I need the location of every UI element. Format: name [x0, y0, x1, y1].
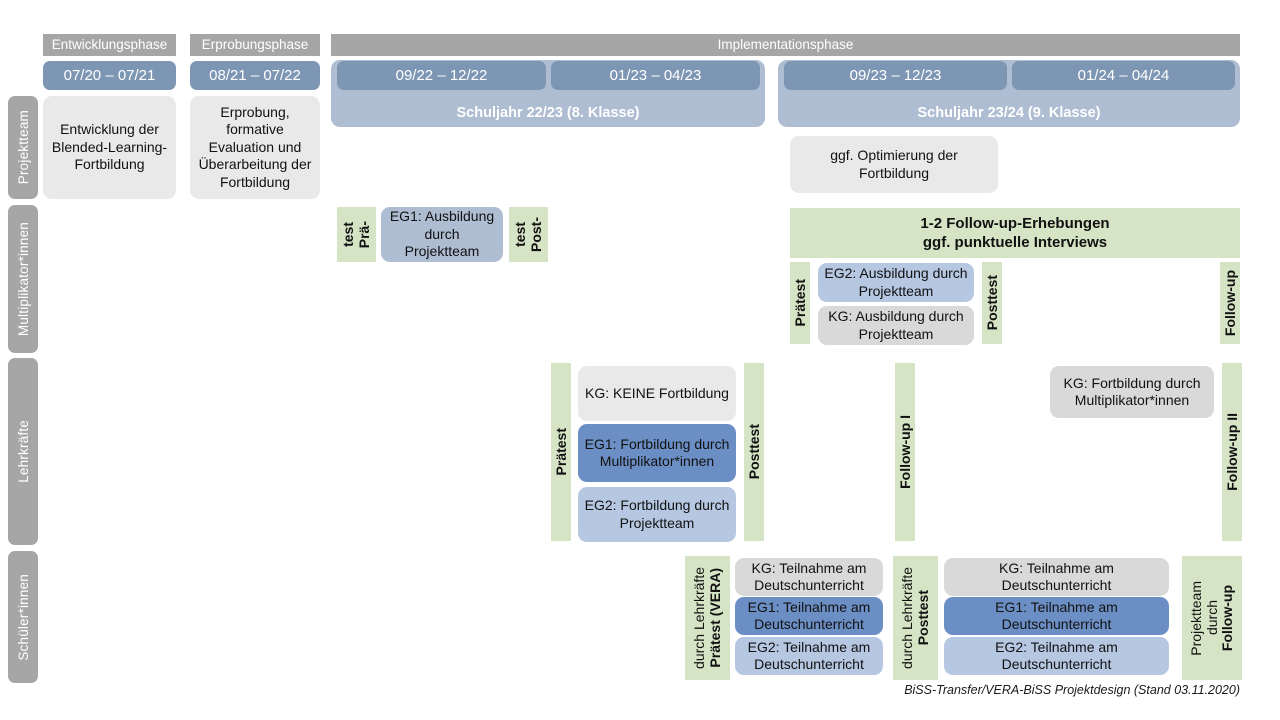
schueler-eg2-text-2: EG2: Teilnahme am Deutschunterricht [995, 638, 1118, 672]
date-pill-label: 09/22 – 12/22 [395, 67, 488, 84]
date-pill-label: 09/23 – 12/23 [849, 67, 942, 84]
projektteam-entwicklung-text: Entwicklung der Blended-Learning-Fortbil… [51, 121, 168, 173]
projektteam-erprobung-box: Erprobung, formative Evaluation und Über… [190, 96, 320, 199]
phase-header-label: Implementationsphase [717, 37, 854, 53]
phase-header-erprobungsphase: Erprobungsphase [190, 34, 320, 56]
schueler-praetest-strip: Prätest (VERA) durch Lehrkräfte [685, 556, 730, 680]
praetest-line1: Prä- [356, 220, 372, 249]
date-pill-08-21-07-22: 08/21 – 07/22 [190, 61, 320, 90]
lehrkraefte-kg-keine-text: KG: KEINE Fortbildung [585, 384, 729, 401]
schueler-eg2-box-1: EG2: Teilnahme am Deutschunterricht [735, 637, 883, 675]
date-pill-09-22-12-22: 09/22 – 12/22 [337, 61, 546, 90]
multiplikator-followup-banner: 1-2 Follow-up-Erhebungen ggf. punktuelle… [790, 208, 1240, 258]
multiplikator-followup-strip: Follow-up [1220, 262, 1240, 344]
school-year-block-2223: 09/22 – 12/22 01/23 – 04/23 Schuljahr 22… [331, 60, 765, 127]
schueler-posttest-strip: Posttest durch Lehrkräfte [893, 556, 938, 680]
row-label-text: Multiplikator*innen [15, 221, 31, 337]
lehrkraefte-praetest-strip: Prätest [551, 363, 571, 541]
date-pill-label: 07/20 – 07/21 [63, 67, 156, 84]
schueler-praetest-main: Prätest (VERA) [707, 568, 723, 668]
followup-banner-line1: 1-2 Follow-up-Erhebungen [920, 214, 1110, 232]
multiplikator-posttest-1: Post- test [509, 207, 548, 262]
schueler-followup-main: Follow-up [1219, 584, 1236, 652]
schueler-posttest-sub: durch Lehrkräfte [899, 567, 916, 669]
schueler-eg2-box-2: EG2: Teilnahme am Deutschunterricht [944, 637, 1169, 675]
row-label-multiplikator: Multiplikator*innen [8, 205, 38, 353]
lehrkraefte-kg-fortbildung-text: KG: Fortbildung durch Multiplikator*inne… [1063, 374, 1201, 408]
projektteam-entwicklung-box: Entwicklung der Blended-Learning-Fortbil… [43, 96, 176, 199]
multiplikator-eg2-box: EG2: Ausbildung durch Projektteam [818, 263, 974, 302]
lehrkraefte-eg2-box: EG2: Fortbildung durch Projektteam [578, 487, 736, 542]
lehrkraefte-eg1-text: EG1: Fortbildung durch Multiplikator*inn… [584, 435, 730, 469]
row-label-text: Schüler*innen [15, 573, 31, 661]
lehrkraefte-followup-1-text: Follow-up I [896, 415, 913, 489]
schueler-posttest-main: Posttest [915, 590, 931, 646]
row-label-lehrkraefte: Lehrkräfte [8, 358, 38, 545]
multiplikator-eg2-text: EG2: Ausbildung durch Projektteam [824, 265, 968, 299]
schueler-followup-sub2: Projektteam [1187, 580, 1204, 656]
date-pill-label: 01/23 – 04/23 [609, 67, 702, 84]
schueler-kg-text-2: KG: Teilnahme am Deutschunterricht [999, 559, 1114, 593]
praetest-2-text: Prätest [791, 279, 808, 327]
schueler-kg-box-1: KG: Teilnahme am Deutschunterricht [735, 558, 883, 596]
projektteam-erprobung-text: Erprobung, formative Evaluation und Über… [198, 104, 312, 190]
row-label-text: Projektteam [15, 110, 31, 185]
multiplikator-kg-text: KG: Ausbildung durch Projektteam [828, 308, 964, 342]
lehrkraefte-eg2-text: EG2: Fortbildung durch Projektteam [584, 497, 730, 531]
phase-header-label: Entwicklungsphase [51, 37, 168, 53]
schueler-eg1-text-1: EG1: Teilnahme am Deutschunterricht [747, 598, 871, 632]
school-year-block-2324: 09/23 – 12/23 01/24 – 04/24 Schuljahr 23… [778, 60, 1240, 127]
lehrkraefte-posttest-text: Posttest [745, 424, 762, 480]
date-pill-label: 08/21 – 07/22 [209, 67, 301, 84]
lehrkraefte-posttest-strip: Posttest [744, 363, 764, 541]
footer-caption: BiSS-Transfer/VERA-BiSS Projektdesign (S… [904, 683, 1240, 697]
date-pill-label: 01/24 – 04/24 [1077, 67, 1170, 84]
school-year-label: Schuljahr 23/24 (9. Klasse) [917, 105, 1101, 121]
schueler-followup-sub1: durch [1203, 600, 1220, 636]
multiplikator-praetest-2: Prätest [790, 262, 810, 344]
schueler-kg-text-1: KG: Teilnahme am Deutschunterricht [751, 559, 867, 593]
schueler-eg2-text-1: EG2: Teilnahme am Deutschunterricht [747, 638, 871, 672]
lehrkraefte-followup-2-strip: Follow-up II [1222, 363, 1242, 541]
multiplikator-posttest-2: Posttest [982, 262, 1002, 344]
posttest-2-text: Posttest [983, 275, 1000, 331]
followup-banner-line2: ggf. punktuelle Interviews [922, 234, 1108, 251]
lehrkraefte-followup-1-strip: Follow-up I [895, 363, 915, 541]
lehrkraefte-kg-fortbildung-box: KG: Fortbildung durch Multiplikator*inne… [1050, 366, 1214, 418]
date-pill-09-23-12-23: 09/23 – 12/23 [784, 61, 1007, 90]
date-pill-01-23-04-23: 01/23 – 04/23 [551, 61, 760, 90]
row-label-schueler: Schüler*innen [8, 551, 38, 683]
lehrkraefte-followup-2-text: Follow-up II [1223, 413, 1240, 491]
school-year-label: Schuljahr 22/23 (8. Klasse) [456, 105, 640, 121]
projektteam-optimierung-text: ggf. Optimierung der Fortbildung [830, 147, 958, 181]
posttest-line1: Post- [528, 217, 544, 252]
schueler-eg1-box-1: EG1: Teilnahme am Deutschunterricht [735, 597, 883, 635]
schueler-followup-strip: Follow-up durch Projektteam [1182, 556, 1242, 680]
schueler-praetest-sub: durch Lehrkräfte [691, 567, 708, 669]
praetest-line2: test [340, 222, 357, 247]
phase-header-label: Erprobungsphase [201, 37, 309, 53]
multiplikator-eg1-text: EG1: Ausbildung durch Projektteam [389, 208, 495, 260]
date-pill-01-24-04-24: 01/24 – 04/24 [1012, 61, 1235, 90]
schueler-kg-box-2: KG: Teilnahme am Deutschunterricht [944, 558, 1169, 596]
phase-header-entwicklungsphase: Entwicklungsphase [43, 34, 176, 56]
posttest-line2: test [512, 222, 529, 247]
lehrkraefte-kg-keine-box: KG: KEINE Fortbildung [578, 366, 736, 421]
phase-header-implementationsphase: Implementationsphase [331, 34, 1240, 56]
row-label-text: Lehrkräfte [15, 420, 31, 483]
lehrkraefte-praetest-text: Prätest [552, 428, 569, 476]
multiplikator-eg1-box: EG1: Ausbildung durch Projektteam [381, 207, 503, 262]
multiplikator-praetest-1: Prä- test [337, 207, 376, 262]
schueler-eg1-box-2: EG1: Teilnahme am Deutschunterricht [944, 597, 1169, 635]
row-label-projektteam: Projektteam [8, 96, 38, 199]
projektteam-optimierung-box: ggf. Optimierung der Fortbildung [790, 136, 998, 193]
schueler-eg1-text-2: EG1: Teilnahme am Deutschunterricht [995, 598, 1118, 632]
multiplikator-kg-box: KG: Ausbildung durch Projektteam [818, 306, 974, 345]
lehrkraefte-eg1-box: EG1: Fortbildung durch Multiplikator*inn… [578, 424, 736, 482]
followup-strip-text: Follow-up [1221, 269, 1238, 337]
date-pill-07-20-07-21: 07/20 – 07/21 [43, 61, 176, 90]
